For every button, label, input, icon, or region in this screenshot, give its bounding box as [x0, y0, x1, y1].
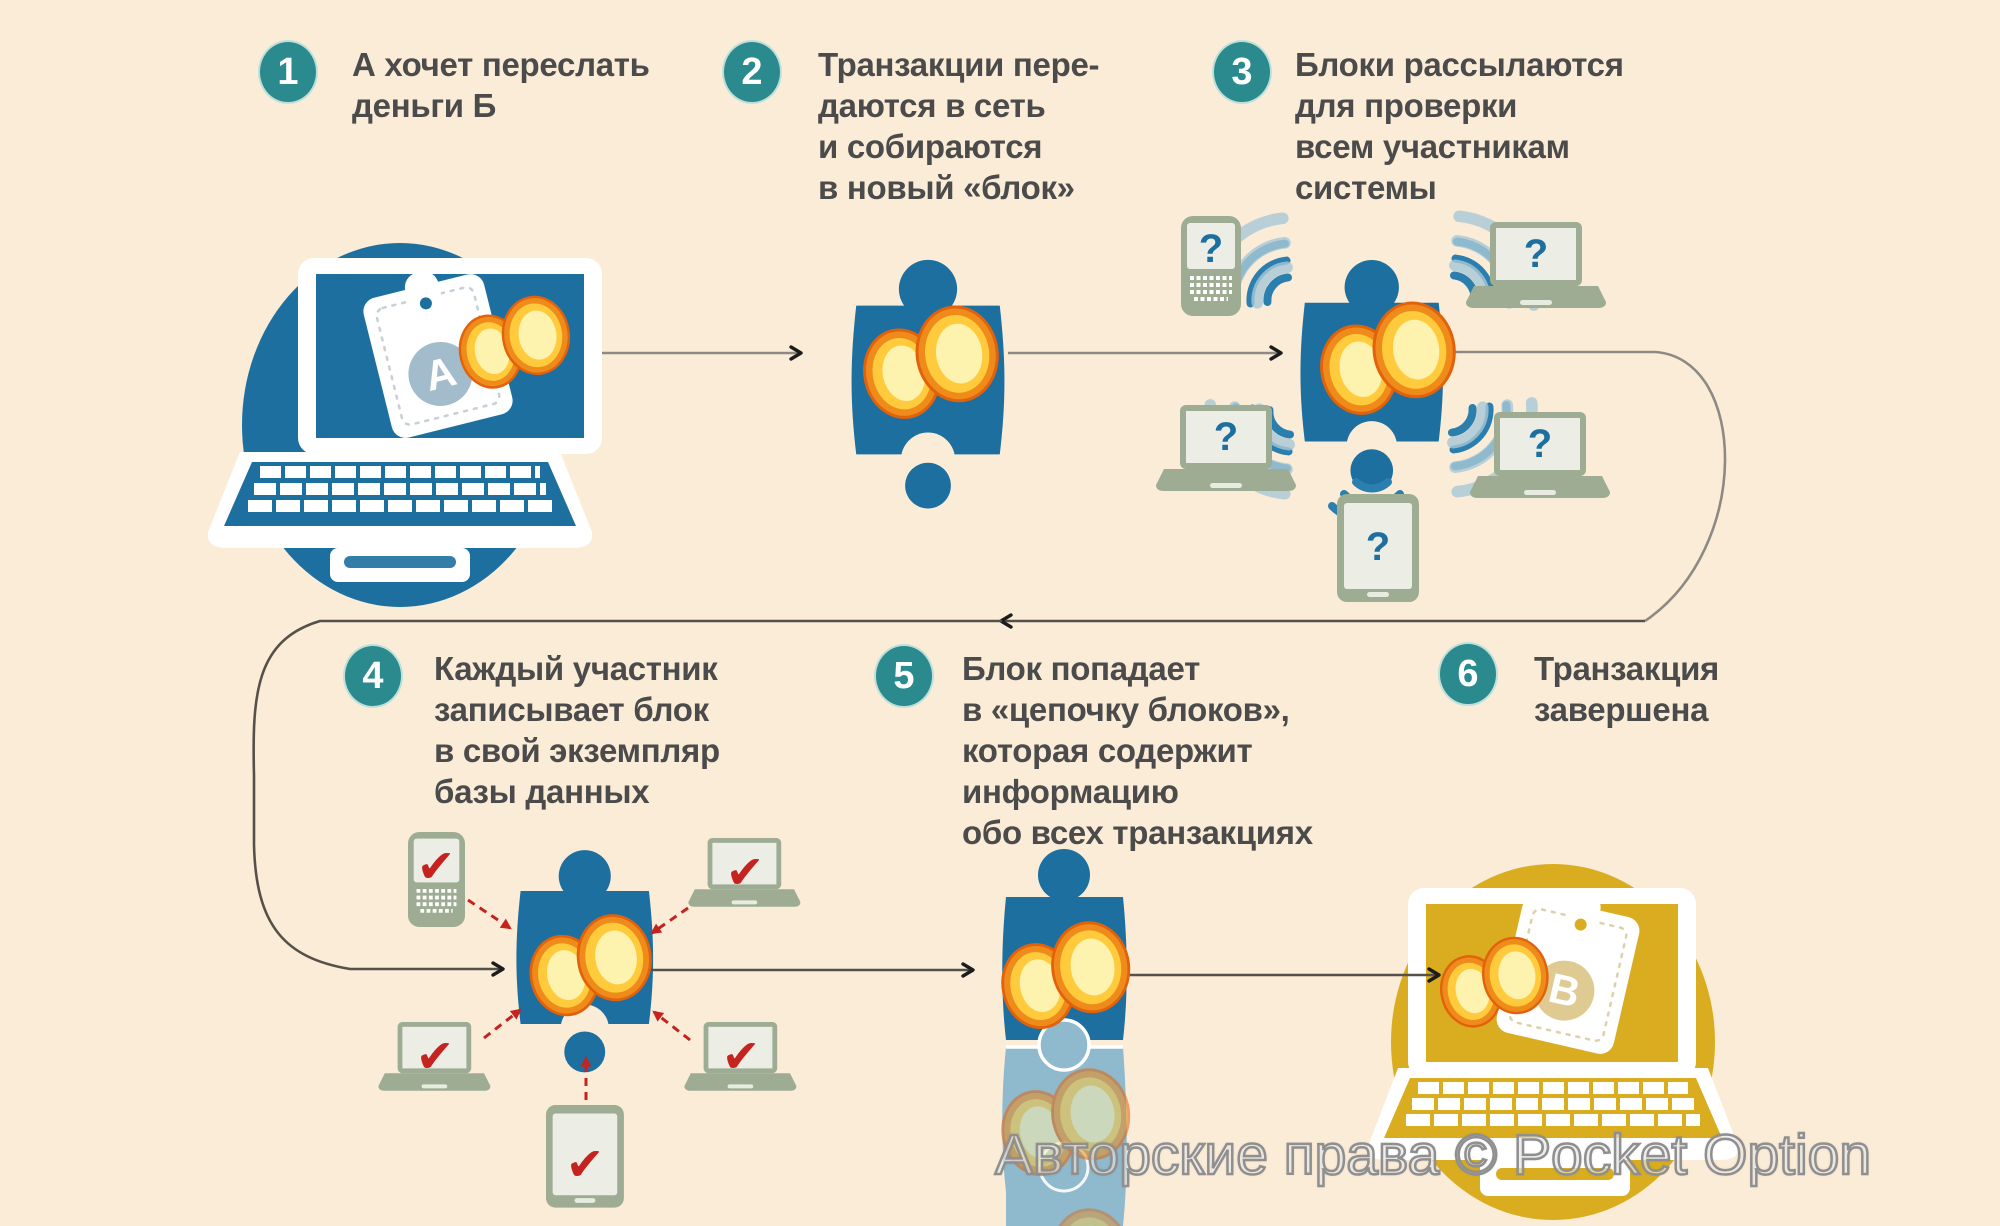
confirm-arrows [467, 898, 691, 1100]
step-4-line: в свой экземпляр [434, 732, 720, 769]
step-5-line: в «цепочку блоков», [962, 691, 1290, 728]
tablet-question-icon: ? [1337, 494, 1419, 602]
laptop-b-illustration: B [1367, 864, 1739, 1220]
step-4-line: базы данных [434, 773, 650, 810]
laptop-a-illustration: A [207, 243, 602, 607]
step-5-line: которая содержит [962, 732, 1253, 769]
step-5-number: 5 [874, 644, 934, 708]
svg-text:✔: ✔ [417, 839, 456, 893]
step-5-line: Блок попадает [962, 650, 1200, 687]
step-3-line: Блоки рассылаются [1295, 46, 1624, 83]
laptop-check-icon-bottom-right: ✔ [684, 1022, 797, 1091]
svg-text:?: ? [1214, 415, 1238, 459]
step-2-line: в новый «блок» [818, 169, 1075, 206]
step-2-line: Транзакции пере- [818, 46, 1100, 83]
flow-curve-right [1400, 350, 1727, 623]
step-5-line: информацию [962, 773, 1179, 810]
step-6-line: завершена [1534, 691, 1709, 728]
step-2-number: 2 [722, 40, 782, 104]
tablet-check-icon: ✔ [546, 1105, 624, 1208]
step-3-line: системы [1295, 169, 1437, 206]
laptop-check-icon-bottom-left: ✔ [378, 1022, 491, 1091]
step-3-line: всем участникам [1295, 128, 1570, 165]
step-4-line: записывает блок [434, 691, 709, 728]
laptop-question-icon-top-right: ? [1466, 222, 1606, 308]
step-6-number: 6 [1438, 642, 1498, 706]
svg-text:✔: ✔ [416, 1029, 455, 1083]
copyright-watermark: Авторские права © Pocket Option [994, 1122, 1873, 1189]
flow-curve-left-down [252, 619, 1002, 977]
laptop-question-icon-bottom-right: ? [1470, 412, 1610, 498]
step-2-line: и собираются [818, 128, 1043, 165]
step-5-line: обо всех транзакциях [962, 814, 1313, 851]
step-3-number: 3 [1212, 40, 1272, 104]
phone-question-icon: ? [1179, 214, 1243, 318]
svg-text:✔: ✔ [726, 845, 765, 899]
verify-cluster-step4: ✔ ✔ ✔ ✔ ✔ [378, 830, 975, 1208]
svg-text:?: ? [1199, 227, 1223, 271]
wallet-a-icon: A [363, 271, 513, 438]
network-cluster-step3: ? ? ? ? ? [1156, 201, 1727, 623]
step-1-line: деньги Б [352, 87, 497, 124]
step-1-line: А хочет переслать [352, 46, 650, 83]
svg-text:?: ? [1524, 232, 1548, 276]
svg-text:✔: ✔ [566, 1137, 605, 1191]
wallet-b-icon: B [1496, 892, 1640, 1054]
step-2-line: даются в сеть [818, 87, 1046, 124]
block-puzzle-step2 [851, 259, 1005, 509]
svg-text:?: ? [1528, 422, 1552, 466]
phone-check-icon: ✔ [406, 830, 467, 929]
svg-text:✔: ✔ [722, 1029, 761, 1083]
step-6-line: Транзакция [1534, 650, 1720, 687]
step-4-number: 4 [343, 644, 403, 708]
step-4-line: Каждый участник [434, 650, 718, 687]
svg-text:?: ? [1366, 525, 1390, 569]
step-3-line: для проверки [1295, 87, 1518, 124]
laptop-question-icon-bottom-left: ? [1156, 405, 1296, 491]
laptop-check-icon-top-right: ✔ [688, 838, 801, 907]
step-1-number: 1 [258, 40, 318, 104]
